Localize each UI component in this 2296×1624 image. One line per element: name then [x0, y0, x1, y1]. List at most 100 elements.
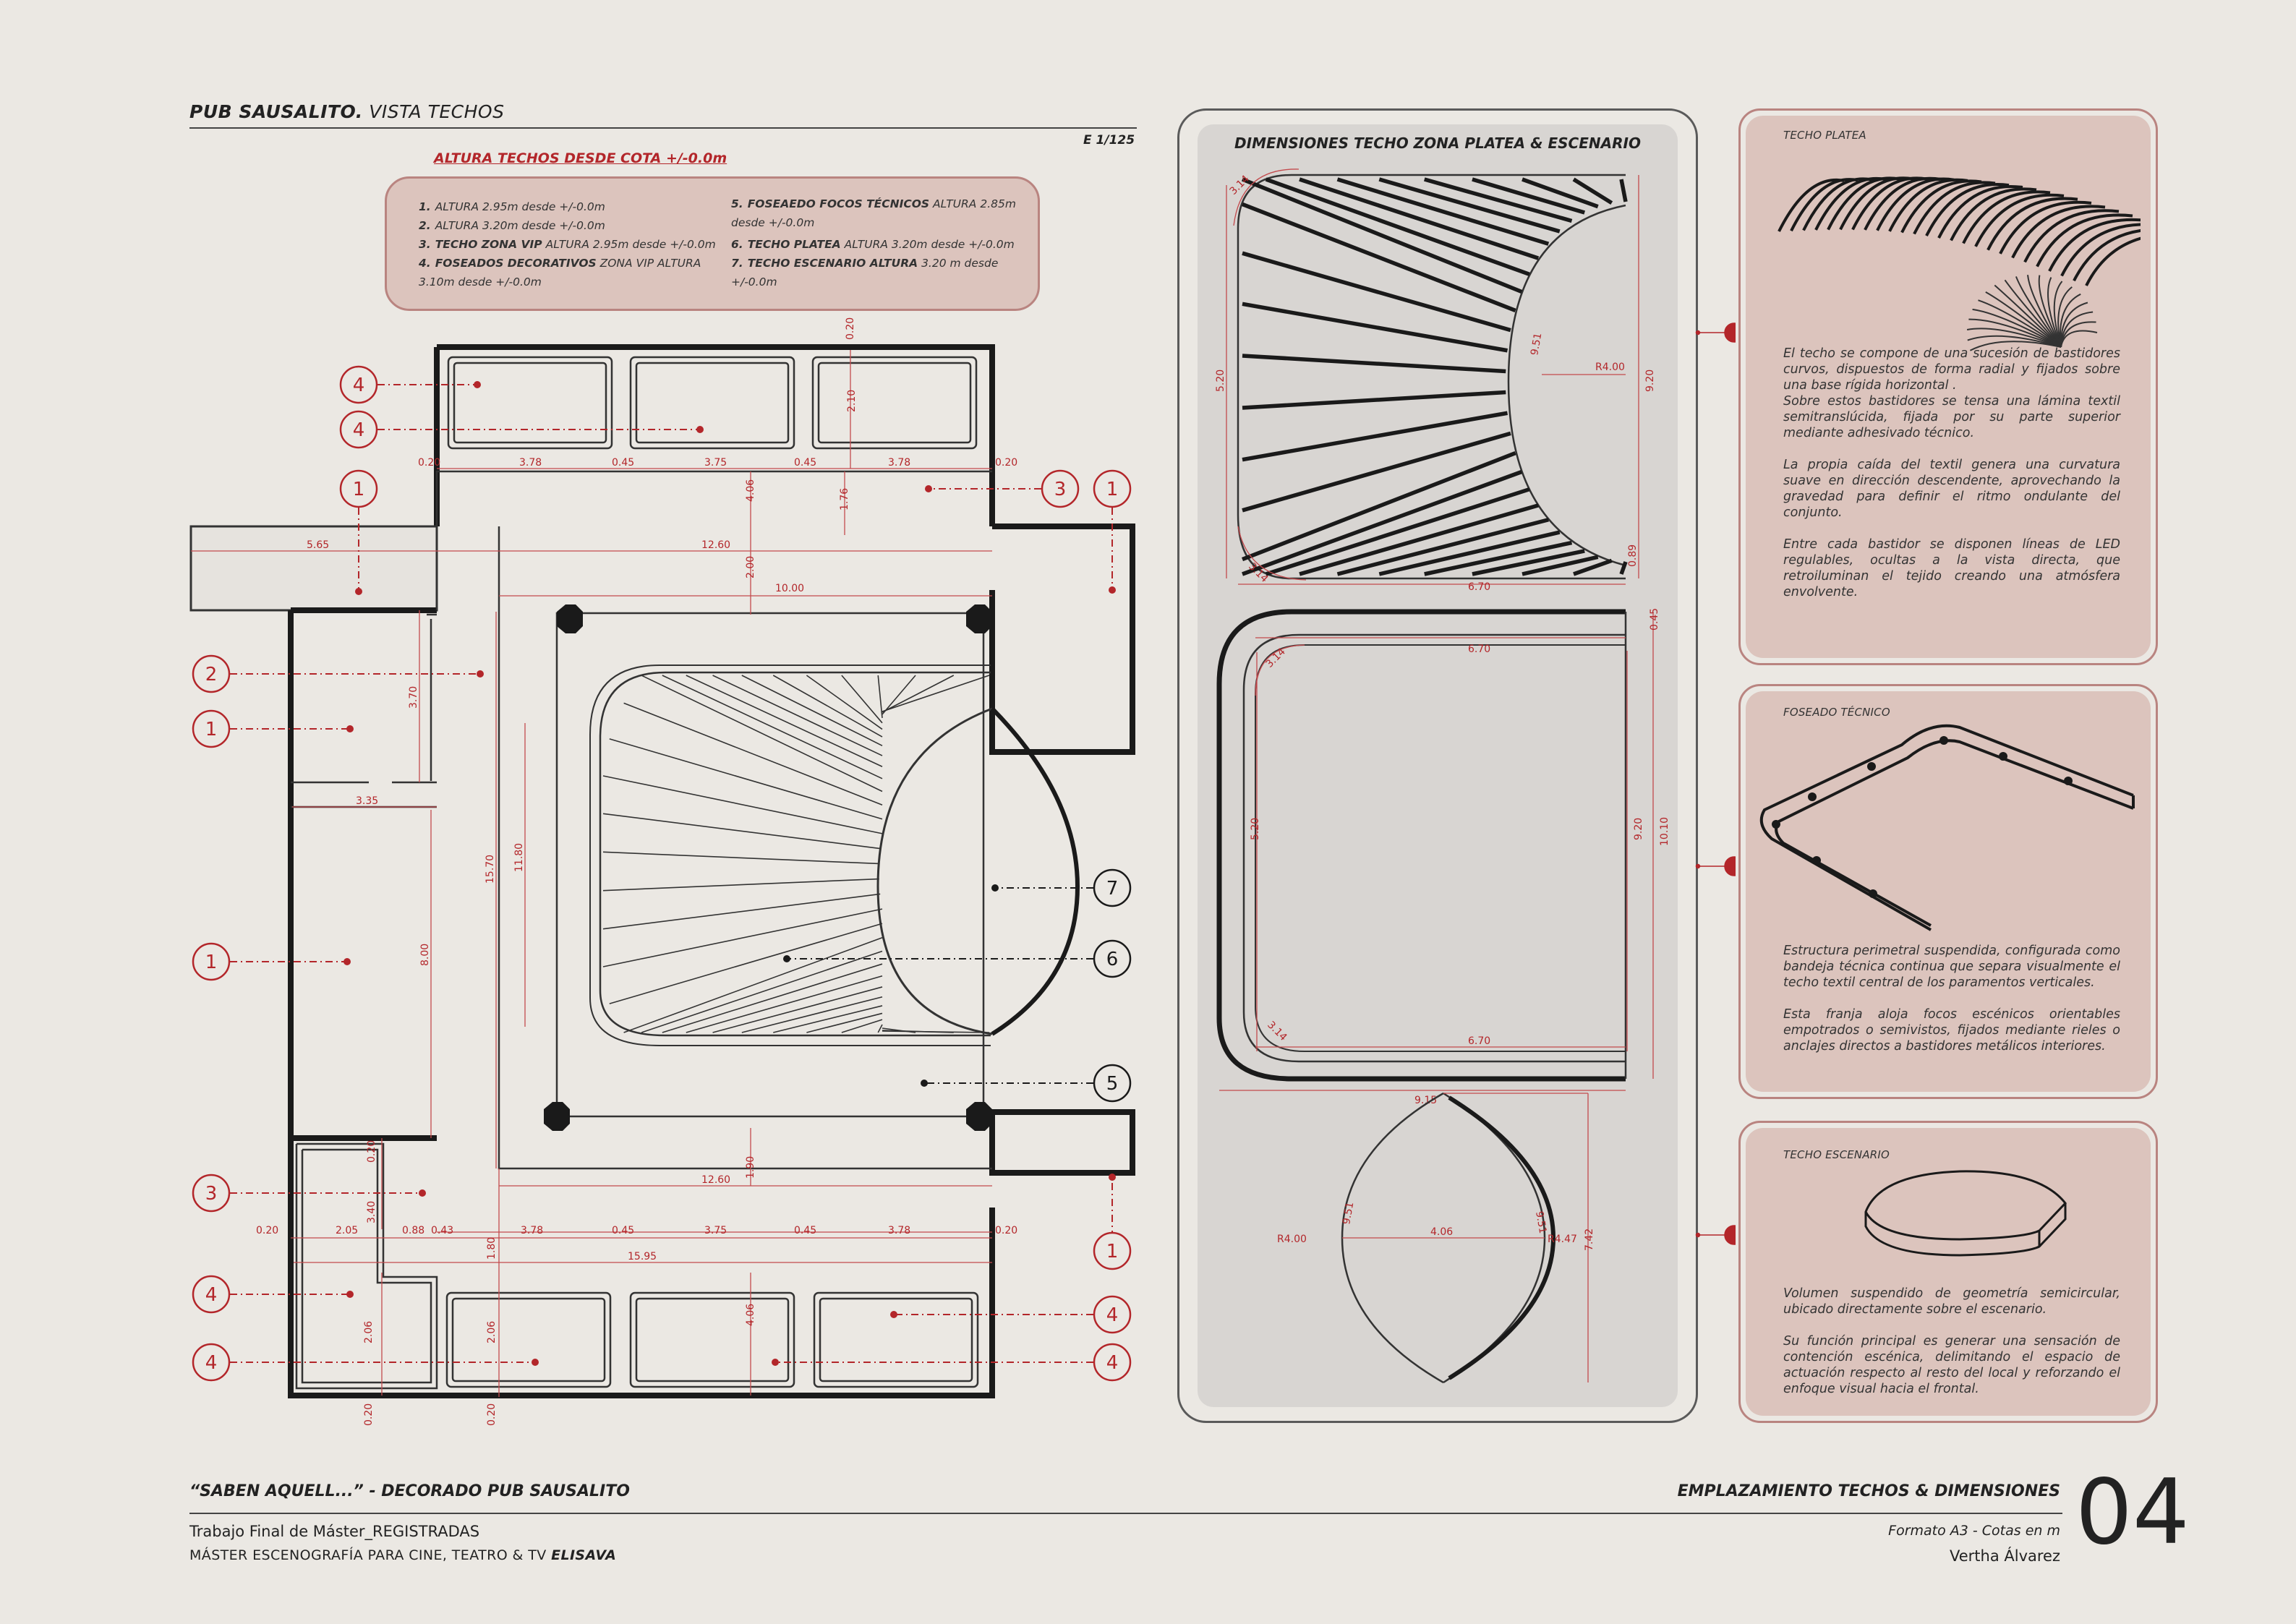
svg-text:4.06: 4.06	[1430, 1226, 1453, 1238]
footer-rule	[189, 1513, 2062, 1514]
card-techo-platea	[1738, 108, 2158, 665]
legend-item-4: 4.FOSEADOS DECORATIVOS ZONA VIP ALTURA 3…	[419, 257, 701, 289]
legend-item-2: 2.ALTURA 3.20m desde +/-0.0m	[419, 219, 605, 232]
sheet-subject: EMPLAZAMIENTO TECHOS & DIMENSIONES	[1677, 1482, 2060, 1500]
svg-text:9.20: 9.20	[1633, 818, 1644, 840]
card-foseado-tecnico-fill	[1746, 691, 2151, 1092]
dimensions-drawings: 3.14 9.51 R4.00 5.20 9.20 3.14 6.70 0.89…	[1215, 168, 1670, 1384]
title-rest: VISTA TECHOS	[369, 101, 505, 122]
svg-text:0.20: 0.20	[845, 317, 856, 340]
svg-text:4: 4	[353, 419, 365, 441]
svg-text:3.35: 3.35	[356, 795, 378, 807]
callout-1: 1	[1093, 1174, 1132, 1270]
svg-text:3: 3	[1054, 479, 1067, 500]
svg-text:0.20: 0.20	[256, 1225, 278, 1236]
callout-4: 4	[339, 365, 481, 404]
svg-text:10.00: 10.00	[775, 583, 804, 594]
svg-text:5.20: 5.20	[1215, 369, 1226, 392]
callout-4: 4	[772, 1343, 1132, 1382]
svg-text:1.76: 1.76	[839, 488, 850, 510]
svg-text:3.78: 3.78	[519, 457, 542, 469]
svg-text:2.00: 2.00	[745, 556, 756, 578]
dim-foseado-lines	[1219, 612, 1654, 1091]
svg-text:3.75: 3.75	[704, 457, 727, 469]
svg-text:9.51: 9.51	[1533, 1210, 1548, 1234]
svg-text:4: 4	[205, 1284, 218, 1306]
legend-item-7: 7.TECHO ESCENARIO ALTURA 3.20 m desde +/…	[731, 257, 999, 289]
callout-1: 1	[192, 709, 354, 748]
svg-text:11.80: 11.80	[513, 843, 525, 872]
callout-1: 1	[1093, 469, 1132, 594]
svg-text:9.51: 9.51	[1529, 332, 1544, 356]
svg-text:4.06: 4.06	[745, 479, 756, 502]
svg-text:0.20: 0.20	[995, 457, 1017, 469]
svg-text:0.20: 0.20	[366, 1140, 377, 1163]
svg-text:10.10: 10.10	[1659, 817, 1670, 846]
header-rule	[189, 127, 1137, 129]
author-label: Vertha Álvarez	[1950, 1547, 2060, 1565]
heights-heading: ALTURA TECHOS DESDE COTA +/-0.0m	[434, 150, 727, 166]
svg-text:0.20: 0.20	[486, 1403, 498, 1426]
svg-text:0.45: 0.45	[1649, 608, 1660, 631]
svg-text:6: 6	[1106, 949, 1119, 970]
svg-text:3: 3	[205, 1183, 218, 1205]
svg-text:0.88: 0.88	[402, 1225, 424, 1236]
svg-text:3.78: 3.78	[888, 457, 910, 469]
svg-text:3.14: 3.14	[1265, 1020, 1289, 1043]
card-techo-escenario-fill	[1746, 1128, 2151, 1416]
svg-text:2.05: 2.05	[336, 1225, 358, 1236]
dim-platea-lines	[1226, 168, 1639, 585]
svg-text:15.70: 15.70	[485, 855, 496, 884]
svg-text:0.89: 0.89	[1627, 544, 1639, 567]
svg-text:1.80: 1.80	[486, 1237, 498, 1260]
svg-text:12.60: 12.60	[701, 1174, 730, 1186]
callout-1: 1	[192, 942, 351, 981]
svg-text:3.78: 3.78	[888, 1225, 910, 1236]
svg-text:2.06: 2.06	[486, 1321, 498, 1343]
foseado-illustration	[1759, 724, 2135, 931]
columns	[544, 604, 992, 1131]
heights-legend: 1.ALTURA 2.95m desde +/-0.0m 2.ALTURA 3.…	[385, 176, 1040, 311]
svg-text:0.45: 0.45	[794, 1225, 816, 1236]
svg-text:0.45: 0.45	[612, 1225, 634, 1236]
svg-text:2: 2	[205, 664, 218, 685]
svg-text:7: 7	[1106, 878, 1119, 899]
plan-walls	[189, 344, 1135, 1398]
callout-4: 4	[890, 1295, 1132, 1334]
dim-escenario-labels: 9.51 9.51 R4.00 4.06 R4.47 7.42	[1277, 1201, 1595, 1251]
svg-text:5.65: 5.65	[307, 539, 329, 551]
dimensions-panel	[1177, 108, 1698, 1423]
svg-text:2.06: 2.06	[363, 1321, 375, 1343]
svg-text:8.00: 8.00	[419, 944, 431, 966]
card-techo-platea-text: El techo se compone de una sucesión de b…	[1783, 346, 2120, 599]
dim-foseado-drawing	[1216, 609, 1627, 1082]
callout-2: 2	[192, 654, 484, 693]
svg-text:4.06: 4.06	[745, 1304, 756, 1326]
ceiling-floor-plan: 0.20 3.78 0.45 3.75 0.45 3.78 0.20 0.20 …	[189, 317, 1135, 1426]
techo-escenario-illustration	[1864, 1170, 2067, 1257]
svg-text:9.20: 9.20	[1644, 369, 1656, 392]
svg-text:12.60: 12.60	[701, 539, 730, 551]
card-techo-platea-label: TECHO PLATEA	[1783, 129, 1866, 142]
master-label: MÁSTER ESCENOGRAFÍA PARA CINE, TEATRO & …	[189, 1547, 617, 1563]
dimension-lines	[191, 350, 992, 1397]
svg-text:9.15: 9.15	[1414, 1095, 1437, 1106]
svg-text:R4.47: R4.47	[1548, 1234, 1577, 1245]
svg-text:15.95: 15.95	[628, 1251, 657, 1262]
svg-text:1: 1	[1106, 479, 1119, 500]
callout-6: 6	[783, 939, 1132, 978]
dim-platea-labels: 3.14 9.51 R4.00 5.20 9.20 3.14 6.70 0.89	[1215, 173, 1656, 593]
legend-item-1: 1.ALTURA 2.95m desde +/-0.0m	[419, 200, 605, 213]
page-number: 04	[2075, 1461, 2190, 1565]
svg-text:R4.00: R4.00	[1595, 362, 1625, 373]
svg-text:3.70: 3.70	[408, 686, 419, 709]
card-foseado-tecnico	[1738, 684, 2158, 1099]
legend-item-3: 3.TECHO ZONA VIP ALTURA 2.95m desde +/-0…	[419, 238, 716, 251]
card-connectors	[1695, 322, 1736, 1245]
svg-text:3.78: 3.78	[521, 1225, 543, 1236]
card-techo-escenario-label: TECHO ESCENARIO	[1783, 1148, 1890, 1161]
svg-text:3.40: 3.40	[366, 1201, 377, 1223]
svg-text:0.45: 0.45	[612, 457, 634, 469]
callout-3: 3	[925, 469, 1080, 508]
